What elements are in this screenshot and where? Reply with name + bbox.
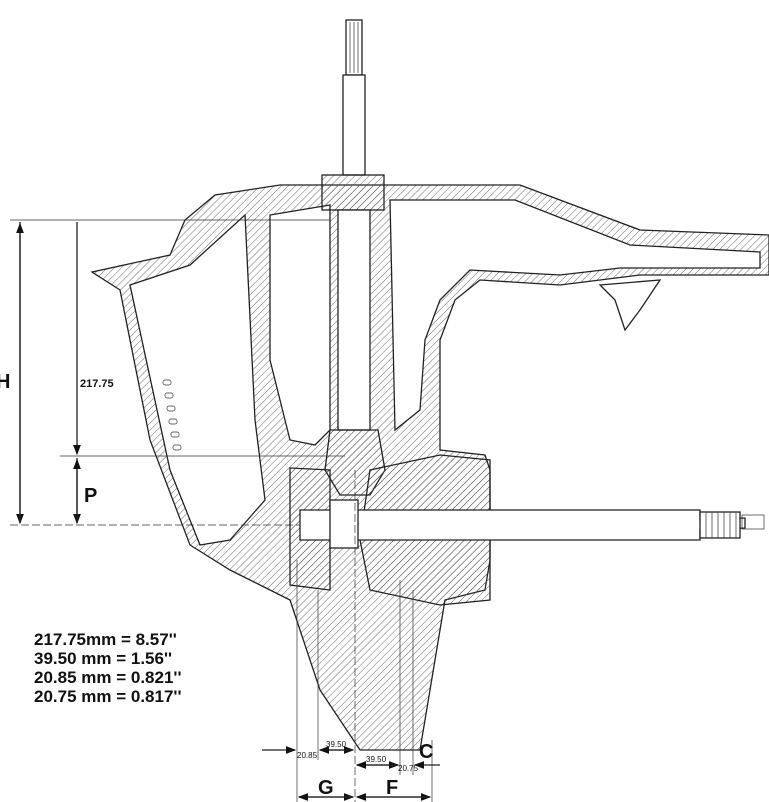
fin	[598, 279, 662, 332]
upper-bearing	[321, 174, 385, 211]
dimension-label-p: P	[84, 485, 97, 507]
dimension-label-f: F	[386, 777, 398, 799]
dimension-label-c: C	[419, 741, 433, 763]
gear-hub	[329, 499, 359, 549]
dimension-value-g-39-50: 39.50	[326, 740, 347, 749]
dimension-value-20-75: 20.75	[398, 764, 419, 773]
drive-shaft	[342, 74, 366, 176]
conversion-line: 20.85 mm = 0.821''	[34, 668, 182, 687]
conversion-line: 39.50 mm = 1.56''	[34, 649, 173, 668]
dimension-value-217-75: 217.75	[80, 378, 114, 390]
conversion-line: 20.75 mm = 0.817''	[34, 687, 182, 706]
vent-slots	[162, 379, 182, 451]
drive-shaft-lower	[337, 209, 371, 431]
dimension-value-20-85: 20.85	[297, 751, 318, 760]
water-passage	[129, 213, 266, 546]
dimension-label-h: H	[0, 371, 10, 393]
prop-nut-thread	[741, 514, 765, 530]
dimension-label-g: G	[318, 777, 334, 799]
upper-cavity	[389, 199, 761, 432]
unit-conversion-list: 217.75mm = 8.57'' 39.50 mm = 1.56'' 20.8…	[34, 630, 182, 706]
dimension-lines	[10, 219, 440, 802]
dimension-value-f-39-50: 39.50	[366, 755, 387, 764]
drive-shaft-spline-lines	[349, 22, 359, 73]
spline-lines	[705, 512, 737, 538]
conversion-line: 217.75mm = 8.57''	[34, 630, 177, 649]
propeller-spline	[699, 511, 741, 539]
propeller-shaft	[299, 509, 746, 541]
